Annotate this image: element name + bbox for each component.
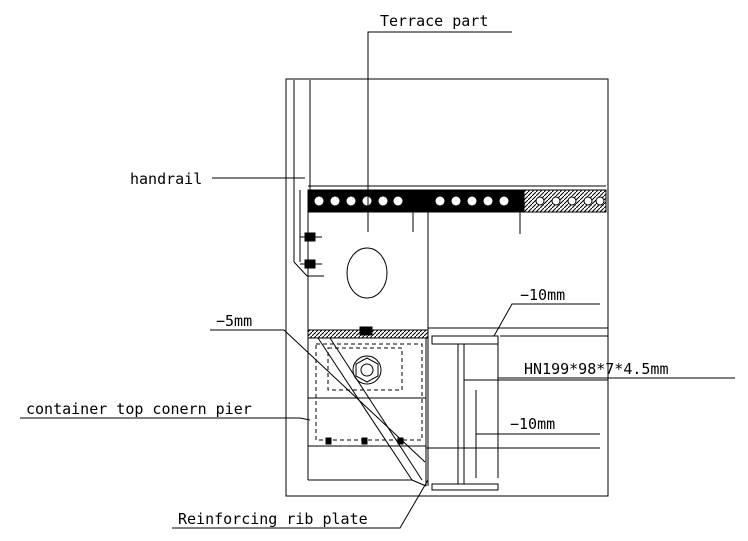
- rib-plate: [317, 337, 429, 487]
- outer-frame: [285, 78, 609, 497]
- label-hn-beam: HN199*98*7*4.5mm: [524, 360, 669, 378]
- label-thickness-5mm: −5mm: [216, 312, 252, 330]
- slab-holes-hatched: [535, 196, 605, 206]
- corner-pier: [307, 329, 429, 447]
- slab-holes: [314, 196, 509, 206]
- lower-body: [307, 446, 600, 481]
- label-rib-plate: Reinforcing rib plate: [178, 510, 368, 528]
- handrail-bolts: [300, 232, 322, 269]
- bracket-plate: [307, 212, 429, 334]
- label-thickness-10mm-top: −10mm: [520, 286, 565, 304]
- slab-anchor-bolts: [408, 194, 525, 234]
- leader-lines: [20, 31, 735, 529]
- handrail-post: [293, 80, 324, 277]
- label-handrail: handrail: [130, 170, 202, 188]
- label-corner-pier: container top conern pier: [26, 400, 252, 418]
- hn-beam: [428, 327, 608, 491]
- pier-bolt: [352, 326, 382, 385]
- label-thickness-10mm-bottom: −10mm: [510, 415, 555, 433]
- terrace-slab: [307, 185, 607, 213]
- label-terrace-part: Terrace part: [380, 12, 488, 30]
